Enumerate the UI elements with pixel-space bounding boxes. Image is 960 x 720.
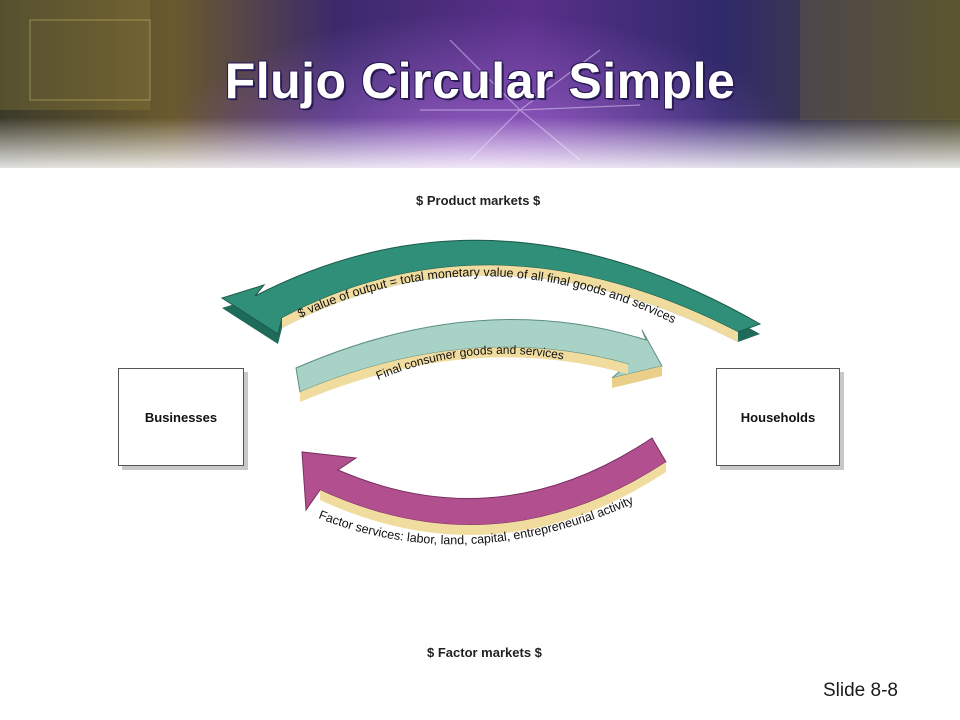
businesses-box: Businesses	[118, 368, 244, 466]
households-box: Households	[716, 368, 840, 466]
businesses-label: Businesses	[144, 409, 218, 425]
background-image	[0, 0, 960, 168]
households-label: Households	[740, 409, 816, 425]
product-value-arrow	[220, 239, 762, 344]
consumer-goods-arrow	[295, 319, 663, 402]
factor-services-arrow	[301, 437, 667, 536]
factor-markets-label: $ Factor markets $	[427, 645, 542, 660]
slide-title: Flujo Circular Simple	[224, 53, 736, 109]
header-banner	[0, 0, 960, 168]
product-markets-label: $ Product markets $	[416, 193, 541, 208]
slide-number: Slide 8-8	[823, 680, 898, 701]
